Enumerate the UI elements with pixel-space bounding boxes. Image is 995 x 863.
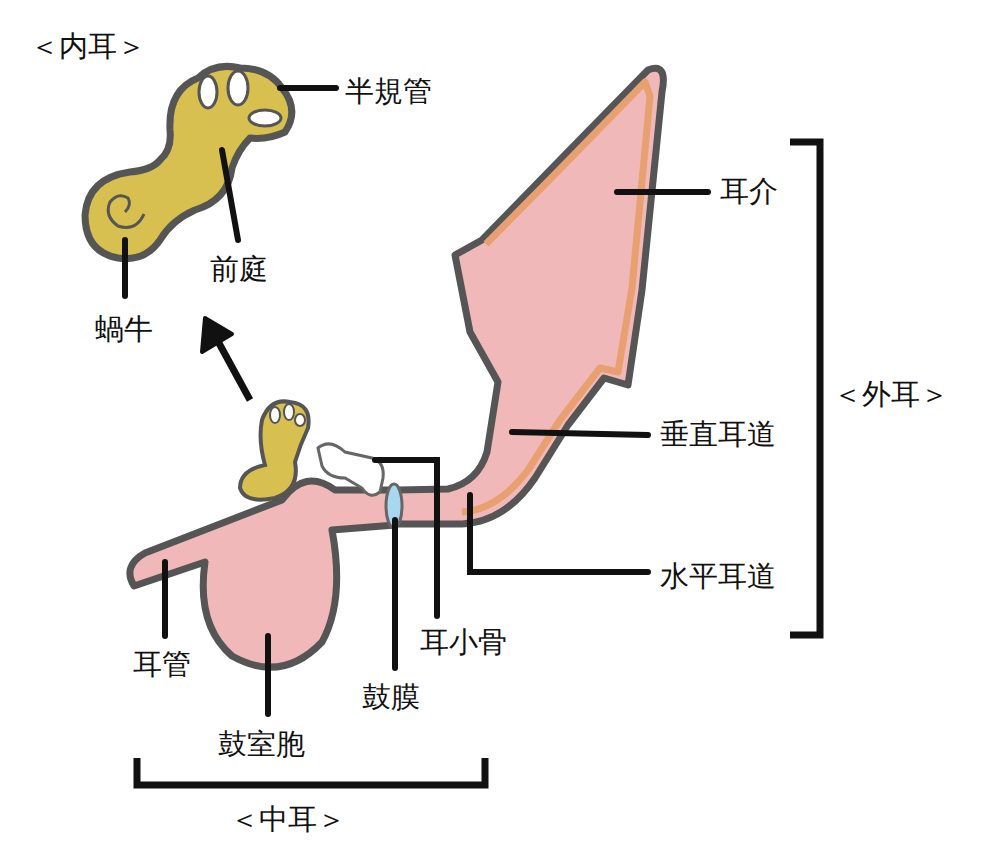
brackets xyxy=(137,142,820,785)
part-label: ＜中耳＞ xyxy=(230,803,346,836)
part-label: ＜内耳＞ xyxy=(30,30,146,63)
middle-ear xyxy=(130,481,395,667)
part-label: 鼓室胞 xyxy=(218,728,305,761)
part-label: 耳小骨 xyxy=(420,626,507,659)
part-label: 水平耳道 xyxy=(660,560,776,593)
part-label: 垂直耳道 xyxy=(660,418,776,451)
inner-ear xyxy=(85,66,292,258)
part-label: 蝸牛 xyxy=(95,313,153,346)
part-label: 前庭 xyxy=(210,253,268,286)
pinna-skin xyxy=(462,82,650,512)
part-label: ＜外耳＞ xyxy=(833,378,949,411)
zoom-arrow xyxy=(202,318,250,400)
part-label: 半規管 xyxy=(345,75,432,108)
leader-lines xyxy=(125,88,708,714)
part-label: 耳管 xyxy=(133,648,191,681)
part-label: 耳介 xyxy=(720,175,778,208)
pinna xyxy=(398,68,663,524)
small-inner-ear xyxy=(240,401,309,499)
ossicles xyxy=(318,444,383,495)
part-label: 鼓膜 xyxy=(362,681,420,714)
